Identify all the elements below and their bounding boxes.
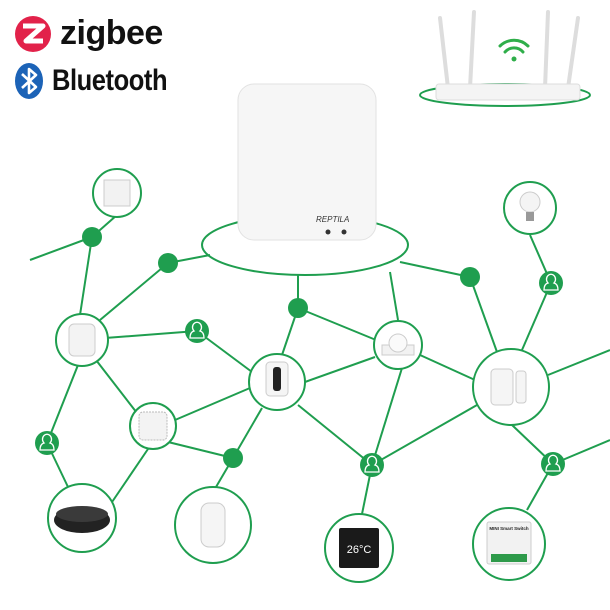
ir-top-icon [56, 506, 108, 522]
wifi-icon [498, 38, 530, 62]
link-line [174, 387, 251, 421]
router-antenna [543, 10, 550, 90]
link-line [167, 441, 234, 459]
user-node-dot [539, 271, 563, 295]
person-icon [39, 433, 55, 451]
router-body [435, 83, 581, 101]
user-node [541, 452, 565, 476]
valve-display-icon [273, 367, 281, 391]
user-node [360, 453, 384, 477]
link-line [469, 276, 498, 353]
link-line [547, 349, 610, 376]
device-thermostat-panel: 26°C [324, 513, 394, 583]
zigbee-logo: zigbee [14, 14, 163, 53]
switch-label: MINI Smart Switch [489, 526, 529, 531]
link-line [419, 354, 476, 381]
router-antenna [438, 16, 450, 90]
relay-node-dot [158, 253, 178, 273]
relay-icon [138, 411, 168, 441]
motion-lens-icon [388, 333, 408, 353]
link-line [399, 261, 471, 278]
door-magnet-icon [515, 370, 527, 404]
hub-led-icon [341, 229, 347, 235]
device-smart-bulb [503, 181, 557, 235]
device-wall-switch [92, 168, 142, 218]
link-line [29, 236, 93, 261]
user-node-dot [360, 453, 384, 477]
thermostat-display: 26°C [347, 544, 372, 556]
link-line [46, 364, 79, 444]
hub-led-icon [325, 229, 331, 235]
zigbee-icon [15, 15, 51, 52]
link-line [104, 330, 198, 339]
relay-node-dot [82, 227, 102, 247]
user-node [185, 319, 209, 343]
bluetooth-logo: Bluetooth [14, 62, 187, 100]
device-motion-sensor [373, 320, 423, 370]
relay-node-dot [288, 298, 308, 318]
bluetooth-icon [15, 63, 43, 99]
hub-brand-logo: REPTILA [316, 215, 349, 224]
link-line [371, 404, 478, 466]
device-temp-sensor [174, 486, 252, 564]
user-node-dot [185, 319, 209, 343]
person-icon [364, 455, 380, 473]
device-smart-plug [55, 313, 109, 367]
door-sensor-icon [490, 368, 514, 406]
link-line [95, 359, 138, 414]
zigbee-hub: REPTILA [237, 83, 377, 241]
plug-icon [68, 323, 96, 357]
router-antenna [566, 16, 580, 90]
device-mini-relay [129, 402, 177, 450]
device-mini-smart-switch: MINI Smart Switch [472, 507, 546, 581]
user-node [35, 431, 59, 455]
device-door-sensor [472, 348, 550, 426]
device-radiator-valve [248, 353, 306, 411]
bulb-icon [519, 191, 541, 213]
wifi-router [419, 10, 591, 107]
terminal-block-icon [491, 554, 527, 562]
link-line [521, 282, 552, 351]
user-node [539, 271, 563, 295]
thermostat-icon [339, 528, 379, 568]
hub-body [237, 83, 377, 241]
thermometer-icon [200, 502, 226, 548]
link-line [99, 262, 169, 321]
switch-module-icon [486, 521, 532, 565]
link-line [304, 356, 376, 383]
wall-switch-icon [103, 179, 131, 207]
bulb-base-icon [526, 212, 534, 221]
link-line [109, 448, 149, 506]
person-icon [189, 321, 205, 339]
link-line [297, 404, 373, 466]
device-ir-remote [47, 483, 117, 553]
user-node-dot [541, 452, 565, 476]
user-node-dot [35, 431, 59, 455]
relay-node-dot [223, 448, 243, 468]
person-icon [545, 454, 561, 472]
link-line [79, 236, 93, 316]
relay-node-dot [460, 267, 480, 287]
link-line [371, 367, 403, 466]
link-line [389, 271, 399, 321]
router-antenna [468, 10, 476, 90]
link-line [297, 307, 377, 341]
person-icon [543, 273, 559, 291]
